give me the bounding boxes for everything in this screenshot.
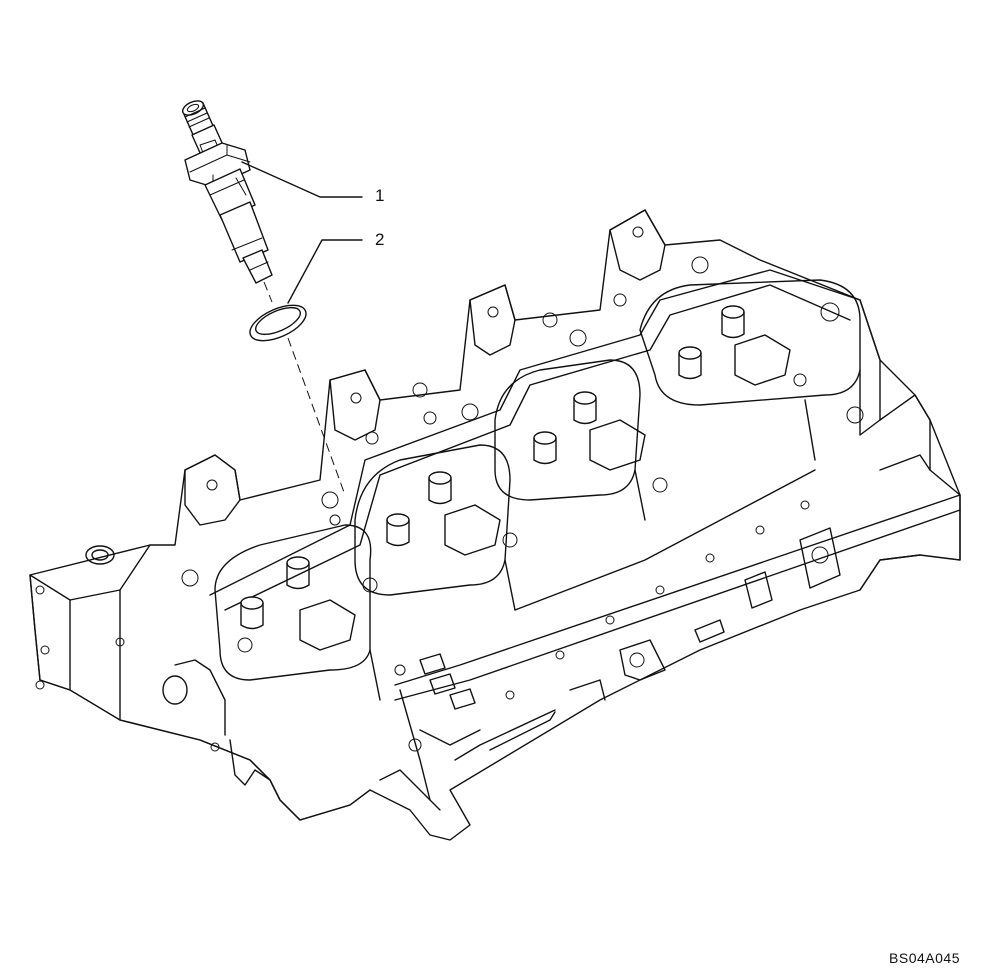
seal-ring-part-2 (249, 304, 307, 342)
callout-number-1: 1 (375, 186, 385, 205)
assembly-axis-line (263, 281, 346, 496)
callout-number-2: 2 (375, 230, 385, 249)
callout-leaders (241, 161, 363, 304)
drawing-reference-code: BS04A045 (889, 950, 960, 966)
callout-leader-2 (287, 239, 363, 304)
injector-part-1 (181, 100, 273, 284)
cylinder-head (29, 209, 961, 841)
valve-posts (240, 305, 745, 630)
callout-leader-1 (241, 161, 363, 198)
